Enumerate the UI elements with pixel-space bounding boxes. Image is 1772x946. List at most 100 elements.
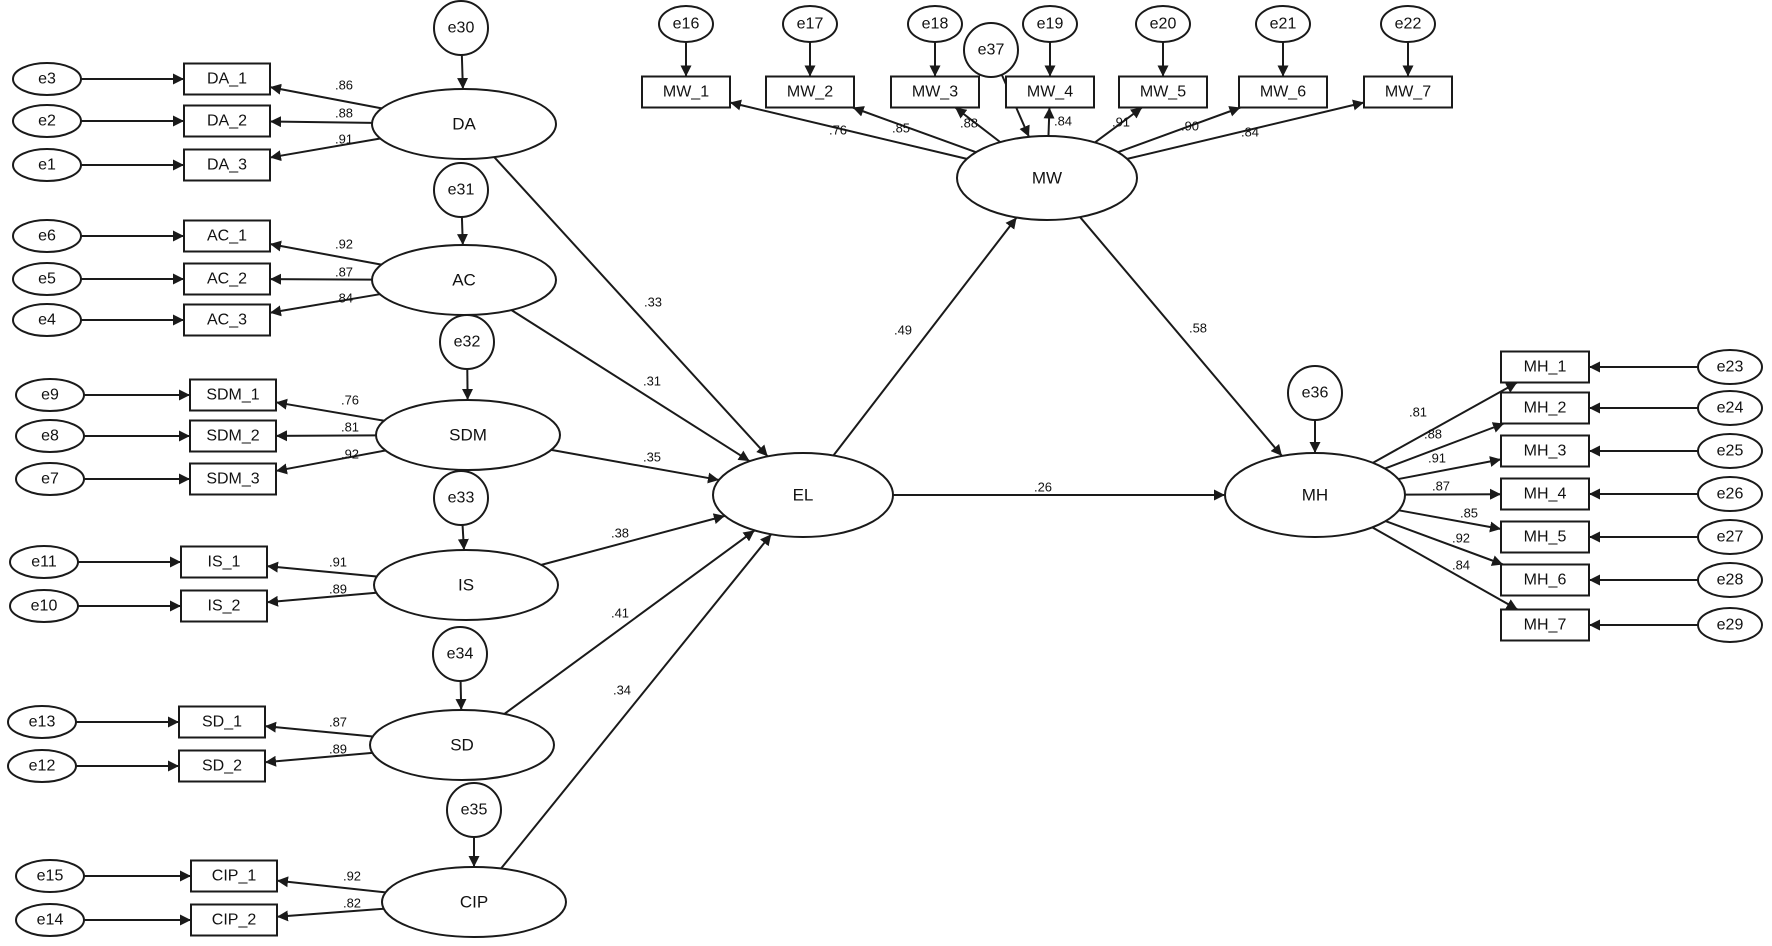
error-e8: e8 xyxy=(15,419,85,453)
error-shape xyxy=(1380,5,1436,43)
error-label: e14 xyxy=(37,912,64,929)
indicator-sdm-2: SDM_2 xyxy=(189,419,277,453)
error-label: e29 xyxy=(1717,617,1744,634)
latent-label: CIP xyxy=(460,893,488,912)
latent-shape xyxy=(373,549,559,621)
path-arrow-da-to-el xyxy=(493,156,769,458)
loading-label-mh-4: .87 xyxy=(1432,479,1450,494)
error-label: e15 xyxy=(37,868,64,885)
indicator-label: MH_2 xyxy=(1524,400,1567,417)
error-e37: e37 xyxy=(963,22,1019,78)
error-shape xyxy=(658,5,714,43)
indicator-shape xyxy=(1500,434,1590,468)
error-e24: e24 xyxy=(1697,390,1763,426)
error-e33: e33 xyxy=(433,470,489,526)
loading-label-mw-2: .85 xyxy=(892,121,910,136)
error-label: e10 xyxy=(31,598,58,615)
loading-arrow-sdm-3 xyxy=(275,449,386,475)
loading-label-mw-6: .90 xyxy=(1181,119,1199,134)
indicator-label: MH_5 xyxy=(1524,529,1567,546)
indicator-sdm-3: SDM_3 xyxy=(189,462,277,496)
error-label: e30 xyxy=(448,20,475,37)
indicator-sd-1: SD_1 xyxy=(178,705,266,739)
error-label: e37 xyxy=(978,42,1005,59)
error-label: e33 xyxy=(448,490,475,507)
indicator-da-3: DA_3 xyxy=(183,148,271,182)
error-label: e23 xyxy=(1717,359,1744,376)
error-label: e12 xyxy=(29,758,56,775)
loading-label-mh-2: .88 xyxy=(1424,427,1442,442)
edges-layer xyxy=(76,42,1698,926)
error-shape xyxy=(1697,607,1763,643)
indicator-label: AC_3 xyxy=(207,312,247,329)
indicator-shape xyxy=(189,419,277,453)
error-shape xyxy=(433,0,489,56)
loading-label-da-3: .91 xyxy=(335,132,353,147)
indicator-shape xyxy=(183,104,271,138)
indicator-shape xyxy=(183,303,271,337)
indicator-label: MW_2 xyxy=(787,84,833,101)
error-e17: e17 xyxy=(782,5,838,43)
loading-arrow-is-1 xyxy=(266,561,377,578)
error-shape xyxy=(907,5,963,43)
latent-mh: MH xyxy=(1224,452,1406,538)
error-label: e16 xyxy=(673,16,700,33)
error-e30: e30 xyxy=(433,0,489,56)
indicator-shape xyxy=(1500,608,1590,642)
indicator-label: IS_2 xyxy=(208,598,241,615)
latent-shape xyxy=(369,709,555,781)
error-e13: e13 xyxy=(7,705,77,739)
error-e34: e34 xyxy=(432,626,488,682)
latent-da: DA xyxy=(371,88,557,160)
error-e15: e15 xyxy=(15,859,85,893)
indicator-shape xyxy=(180,545,268,579)
path-coef-el-to-mh: .26 xyxy=(1034,480,1052,495)
loading-arrow-da-3 xyxy=(269,137,381,162)
error-label: e17 xyxy=(797,16,824,33)
loading-label-ac-1: .92 xyxy=(335,237,353,252)
error-shape xyxy=(15,419,85,453)
loading-arrow-mw-5 xyxy=(1094,106,1143,144)
error-shape xyxy=(433,470,489,526)
indicator-shape xyxy=(1500,391,1590,425)
indicator-shape xyxy=(1500,563,1590,597)
path-coef-cip-to-el: .34 xyxy=(613,683,631,698)
indicator-label: MH_7 xyxy=(1524,617,1567,634)
indicator-label: CIP_1 xyxy=(212,868,257,885)
indicator-mh-2: MH_2 xyxy=(1500,391,1590,425)
latent-shape xyxy=(712,452,894,538)
error-e6: e6 xyxy=(12,219,82,253)
indicator-mw-7: MW_7 xyxy=(1363,75,1453,109)
loading-arrow-ac-3 xyxy=(269,293,381,317)
error-shape xyxy=(12,104,82,138)
indicator-label: MH_3 xyxy=(1524,443,1567,460)
error-arrow-e30 xyxy=(457,54,469,90)
path-arrow-el-to-mw xyxy=(832,216,1018,457)
indicator-mw-4: MW_4 xyxy=(1005,75,1095,109)
latent-shape xyxy=(956,135,1138,221)
indicator-ac-2: AC_2 xyxy=(183,262,271,296)
error-e20: e20 xyxy=(1135,5,1191,43)
loading-arrow-mw-6 xyxy=(1117,106,1241,154)
indicator-shape xyxy=(183,62,271,96)
error-shape xyxy=(1697,433,1763,469)
error-shape xyxy=(1697,349,1763,385)
error-e36: e36 xyxy=(1287,365,1343,421)
path-coef-sd-to-el: .41 xyxy=(611,606,629,621)
error-label: e9 xyxy=(41,387,59,404)
indicator-shape xyxy=(178,749,266,783)
indicator-shape xyxy=(1500,477,1590,511)
error-shape xyxy=(7,749,77,783)
indicator-shape xyxy=(890,75,980,109)
indicator-shape xyxy=(1118,75,1208,109)
loading-arrow-mw-2 xyxy=(852,106,977,154)
error-shape xyxy=(12,262,82,296)
loading-label-da-2: .88 xyxy=(335,106,353,121)
error-label: e22 xyxy=(1395,16,1422,33)
latent-label: SDM xyxy=(449,426,487,445)
error-shape xyxy=(1697,519,1763,555)
latent-label: IS xyxy=(458,576,474,595)
indicator-mw-1: MW_1 xyxy=(641,75,731,109)
path-arrow-is-to-el xyxy=(541,513,726,566)
error-shape xyxy=(12,148,82,182)
